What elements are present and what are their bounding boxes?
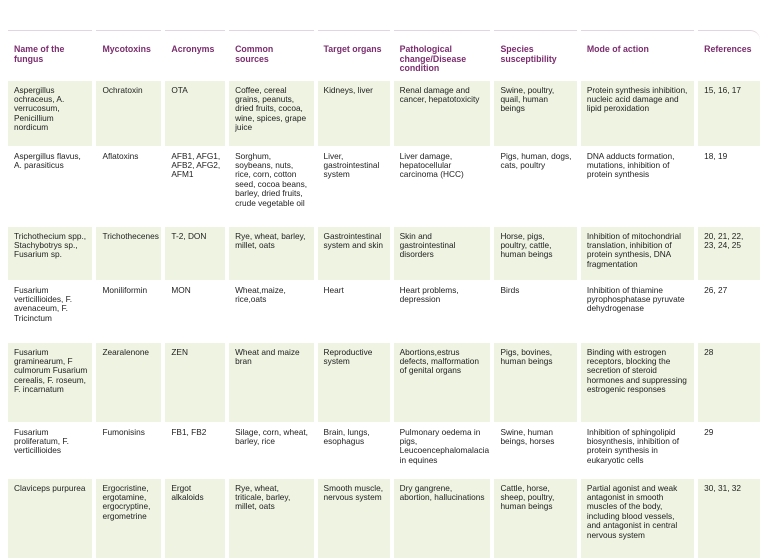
- organs-cell: Reproductive system: [317, 341, 390, 422]
- organs-cell: Kidneys, liver: [317, 79, 390, 146]
- header-species: Species susceptibility: [494, 30, 577, 80]
- acronym-cell: MON: [165, 279, 226, 342]
- species-cell: Horse, pigs, poultry, cattle, human bein…: [494, 225, 577, 280]
- fungus-cell: Aspergillus ochraceus, A. verrucosum, Pe…: [8, 79, 93, 146]
- header-fungus: Name of the fungus: [8, 30, 93, 80]
- header-pathology: Pathological change/Disease condition: [393, 30, 491, 80]
- acronym-cell: T-2, DON: [165, 225, 226, 280]
- species-cell: Pigs, bovines, human beings: [494, 341, 577, 422]
- organs-cell: Brain, lungs, esophagus: [317, 421, 390, 478]
- header-mycotoxins: Mycotoxins: [96, 30, 162, 80]
- species-cell: Swine, poultry, quail, human beings: [494, 79, 577, 146]
- mycotoxin-cell: Ergocristine, ergotamine, ergocryptine, …: [96, 477, 162, 558]
- organs-cell: Heart: [317, 279, 390, 342]
- header-sources: Common sources: [229, 30, 314, 80]
- sources-cell: Wheat,maize, rice,oats: [229, 279, 314, 342]
- mycotoxin-cell: Aflatoxins: [96, 145, 162, 226]
- pathology-cell: Abortions,estrus defects, malformation o…: [393, 341, 491, 422]
- mode-cell: Inhibition of sphingolipid biosynthesis,…: [580, 421, 695, 478]
- table-body: Aspergillus ochraceus, A. verrucosum, Pe…: [8, 79, 760, 558]
- references-cell: 28: [698, 341, 760, 422]
- fungus-cell: Fusarium proliferatum, F. verticillioide…: [8, 421, 93, 478]
- pathology-cell: Skin and gastrointestinal disorders: [393, 225, 491, 280]
- species-cell: Swine, human beings, horses: [494, 421, 577, 478]
- mycotoxin-cell: Ochratoxin: [96, 79, 162, 146]
- pathology-cell: Dry gangrene, abortion, hallucinations: [393, 477, 491, 558]
- mode-cell: Protein synthesis inhibition, nucleic ac…: [580, 79, 695, 146]
- sources-cell: Coffee, cereal grains, peanuts, dried fr…: [229, 79, 314, 146]
- header-mode-of-action: Mode of action: [580, 30, 695, 80]
- pathology-cell: Heart problems, depression: [393, 279, 491, 342]
- header-references: References: [698, 30, 760, 80]
- acronym-cell: OTA: [165, 79, 226, 146]
- references-cell: 20, 21, 22, 23, 24, 25: [698, 225, 760, 280]
- sources-cell: Rye, wheat, triticale, barley, millet, o…: [229, 477, 314, 558]
- pathology-cell: Renal damage and cancer, hepatotoxicity: [393, 79, 491, 146]
- mode-cell: DNA adducts formation, mutations, inhibi…: [580, 145, 695, 226]
- header-row: Name of the fungus Mycotoxins Acronyms C…: [8, 30, 760, 80]
- sources-cell: Wheat and maize bran: [229, 341, 314, 422]
- references-cell: 18, 19: [698, 145, 760, 226]
- mode-cell: Inhibition of mitochondrial translation,…: [580, 225, 695, 280]
- fungus-cell: Trichothecium spp., Stachybotrys sp., Fu…: [8, 225, 93, 280]
- sources-cell: Rye, wheat, barley, millet, oats: [229, 225, 314, 280]
- references-cell: 26, 27: [698, 279, 760, 342]
- organs-cell: Liver, gastrointestinal system: [317, 145, 390, 226]
- fungus-cell: Aspergillus flavus, A. parasiticus: [8, 145, 93, 226]
- header-target-organs: Target organs: [317, 30, 390, 80]
- mycotoxin-cell: Fumonisins: [96, 421, 162, 478]
- fungus-cell: Fusarium graminearum, F culmorum Fusariu…: [8, 341, 93, 422]
- species-cell: Cattle, horse, sheep, poultry, human bei…: [494, 477, 577, 558]
- mycotoxin-table: Name of the fungus Mycotoxins Acronyms C…: [4, 30, 764, 558]
- organs-cell: Gastrointestinal system and skin: [317, 225, 390, 280]
- references-cell: 30, 31, 32: [698, 477, 760, 558]
- pathology-cell: Pulmonary oedema in pigs, Leucoencephalo…: [393, 421, 491, 478]
- page: Name of the fungus Mycotoxins Acronyms C…: [8, 30, 760, 558]
- table-row: Trichothecium spp., Stachybotrys sp., Fu…: [8, 225, 760, 280]
- mode-cell: Partial agonist and weak antagonist in s…: [580, 477, 695, 558]
- fungus-cell: Claviceps purpurea: [8, 477, 93, 558]
- references-cell: 29: [698, 421, 760, 478]
- species-cell: Birds: [494, 279, 577, 342]
- acronym-cell: FB1, FB2: [165, 421, 226, 478]
- acronym-cell: ZEN: [165, 341, 226, 422]
- organs-cell: Smooth muscle, nervous system: [317, 477, 390, 558]
- acronym-cell: AFB1, AFG1, AFB2, AFG2, AFM1: [165, 145, 226, 226]
- mycotoxin-cell: Zearalenone: [96, 341, 162, 422]
- header-acronyms: Acronyms: [165, 30, 226, 80]
- pathology-cell: Liver damage, hepatocellular carcinoma (…: [393, 145, 491, 226]
- table-row: Fusarium proliferatum, F. verticillioide…: [8, 421, 760, 478]
- sources-cell: Silage, corn, wheat, barley, rice: [229, 421, 314, 478]
- table-row: Fusarium graminearum, F culmorum Fusariu…: [8, 341, 760, 422]
- mycotoxin-cell: Moniliformin: [96, 279, 162, 342]
- species-cell: Pigs, human, dogs, cats, poultry: [494, 145, 577, 226]
- mycotoxin-cell: Trichothecenes: [96, 225, 162, 280]
- table-row: Aspergillus ochraceus, A. verrucosum, Pe…: [8, 79, 760, 146]
- table-row: Fusarium verticillioides, F. avenaceum, …: [8, 279, 760, 342]
- references-cell: 15, 16, 17: [698, 79, 760, 146]
- mode-cell: Inhibition of thiamine pyrophosphatase p…: [580, 279, 695, 342]
- mode-cell: Binding with estrogen receptors, blockin…: [580, 341, 695, 422]
- fungus-cell: Fusarium verticillioides, F. avenaceum, …: [8, 279, 93, 342]
- acronym-cell: Ergot alkaloids: [165, 477, 226, 558]
- sources-cell: Sorghum, soybeans, nuts, rice, corn, cot…: [229, 145, 314, 226]
